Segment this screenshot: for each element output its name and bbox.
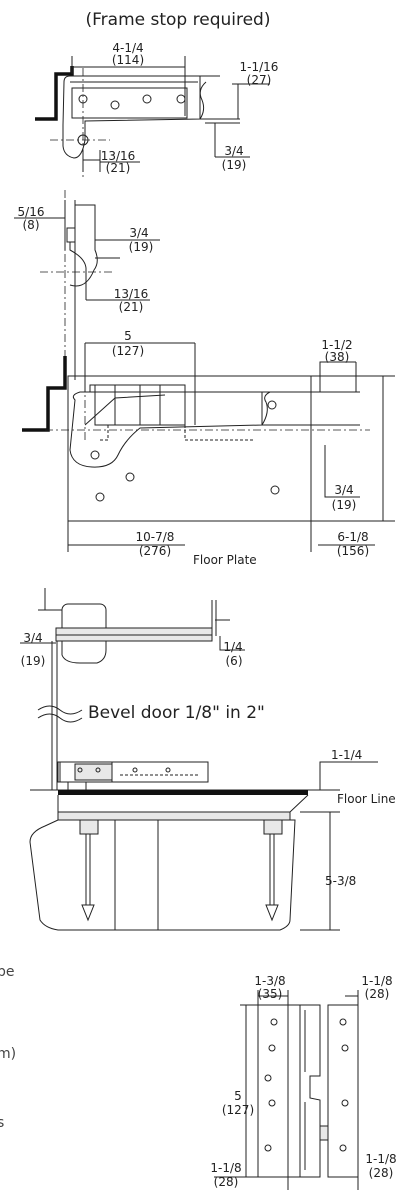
frame-stop — [35, 66, 74, 121]
caption: (Frame stop required) — [86, 10, 271, 30]
dim-pivot-in: 13/16 — [101, 149, 136, 163]
closer-body — [69, 391, 263, 468]
hinge-dim-rb-mm: (28) — [369, 1166, 394, 1180]
dim-depth-mm: (19) — [222, 158, 247, 172]
cropped-text-2: m) — [0, 1046, 16, 1062]
arm-plate — [71, 87, 188, 119]
dim-projection: 1-1/4 — [331, 748, 362, 762]
dim-a-in: 5/16 — [18, 205, 45, 219]
dim-offset-mm: (27) — [247, 73, 272, 87]
dim-bottom-in: 3/4 — [334, 483, 353, 497]
dim-width-mm: (114) — [112, 53, 144, 67]
floor-plate-label: Floor Plate — [193, 553, 257, 567]
frame-stop-2 — [22, 356, 67, 432]
floor-plate-plan: 5 (127) 1-1/2 (38) 3/4 (19) 10-7/8 (276)… — [22, 329, 395, 567]
cropped-text-1: pe — [0, 964, 15, 980]
section-view: 3/4 (19) 1/4 (6) Bevel door 1/8" in 2" 1… — [20, 588, 396, 931]
dim-offset-in: 1-1/16 — [240, 60, 279, 74]
dim-b-mm: (19) — [129, 240, 154, 254]
dim-length-in: 10-7/8 — [136, 530, 175, 544]
dim-b-in: 3/4 — [129, 226, 148, 240]
dim-width-in-2: 6-1/8 — [337, 530, 368, 544]
hinge-dim-rt-mm: (28) — [365, 987, 390, 1001]
hinge-right-leaf — [327, 1004, 359, 1178]
pivot-arm — [62, 75, 201, 159]
hinge-dim-h-mm: (127) — [222, 1103, 254, 1117]
dim-section-top-mm: (19) — [21, 654, 46, 668]
hinge-dim-rb-in: 1-1/8 — [365, 1152, 396, 1166]
hinge-dim-lt-mm: (35) — [258, 987, 283, 1001]
dim-pivot-mm: (21) — [106, 161, 131, 175]
floor-line-label: Floor Line — [337, 792, 396, 806]
hinge-dim-lb-in: 1-1/8 — [210, 1161, 241, 1175]
dim-bottom-mm: (19) — [332, 498, 357, 512]
hinge-dim-h-in: 5 — [234, 1089, 242, 1103]
dim-c-mm: (21) — [119, 300, 144, 314]
hinge-dim-lb-mm: (28) — [214, 1175, 239, 1189]
dim-box-depth: 5-3/8 — [325, 874, 356, 888]
top-view: 4-1/4 (114) 1-1/16 (27) 13/16 (21) 3/4 (… — [35, 41, 278, 178]
dim-arm-mm: (127) — [112, 344, 144, 358]
cropped-text-3: s — [0, 1115, 4, 1131]
dim-length-mm: (276) — [139, 544, 171, 558]
dim-side-mm: (38) — [325, 350, 350, 364]
dim-width-mm-2: (156) — [337, 544, 369, 558]
dim-width-in: 4-1/4 — [112, 41, 143, 55]
dim-section-top-in: 3/4 — [23, 631, 42, 645]
hinge-left-leaf — [257, 1004, 289, 1178]
hinge-dim-rt-in: 1-1/8 — [361, 974, 392, 988]
dim-gap-in: 1/4 — [223, 640, 242, 654]
dim-c-in: 13/16 — [114, 287, 149, 301]
dim-arm-in: 5 — [124, 329, 132, 343]
dim-gap-mm: (6) — [226, 654, 243, 668]
hinge-dim-lt-in: 1-3/8 — [254, 974, 285, 988]
floor-plate — [67, 375, 312, 522]
dim-side-in: 1-1/2 — [321, 338, 352, 352]
dim-depth-in: 3/4 — [224, 144, 243, 158]
pivot-detail: 5/16 (8) 3/4 (19) 13/16 (21) — [14, 190, 160, 380]
bevel-note: Bevel door 1/8" in 2" — [88, 703, 265, 723]
hinge-drawing: 1-3/8 (35) 1-1/8 (28) 5 (127) 1-1/8 (28)… — [210, 974, 397, 1190]
dim-a-mm: (8) — [23, 218, 40, 232]
cement-case — [29, 819, 296, 931]
